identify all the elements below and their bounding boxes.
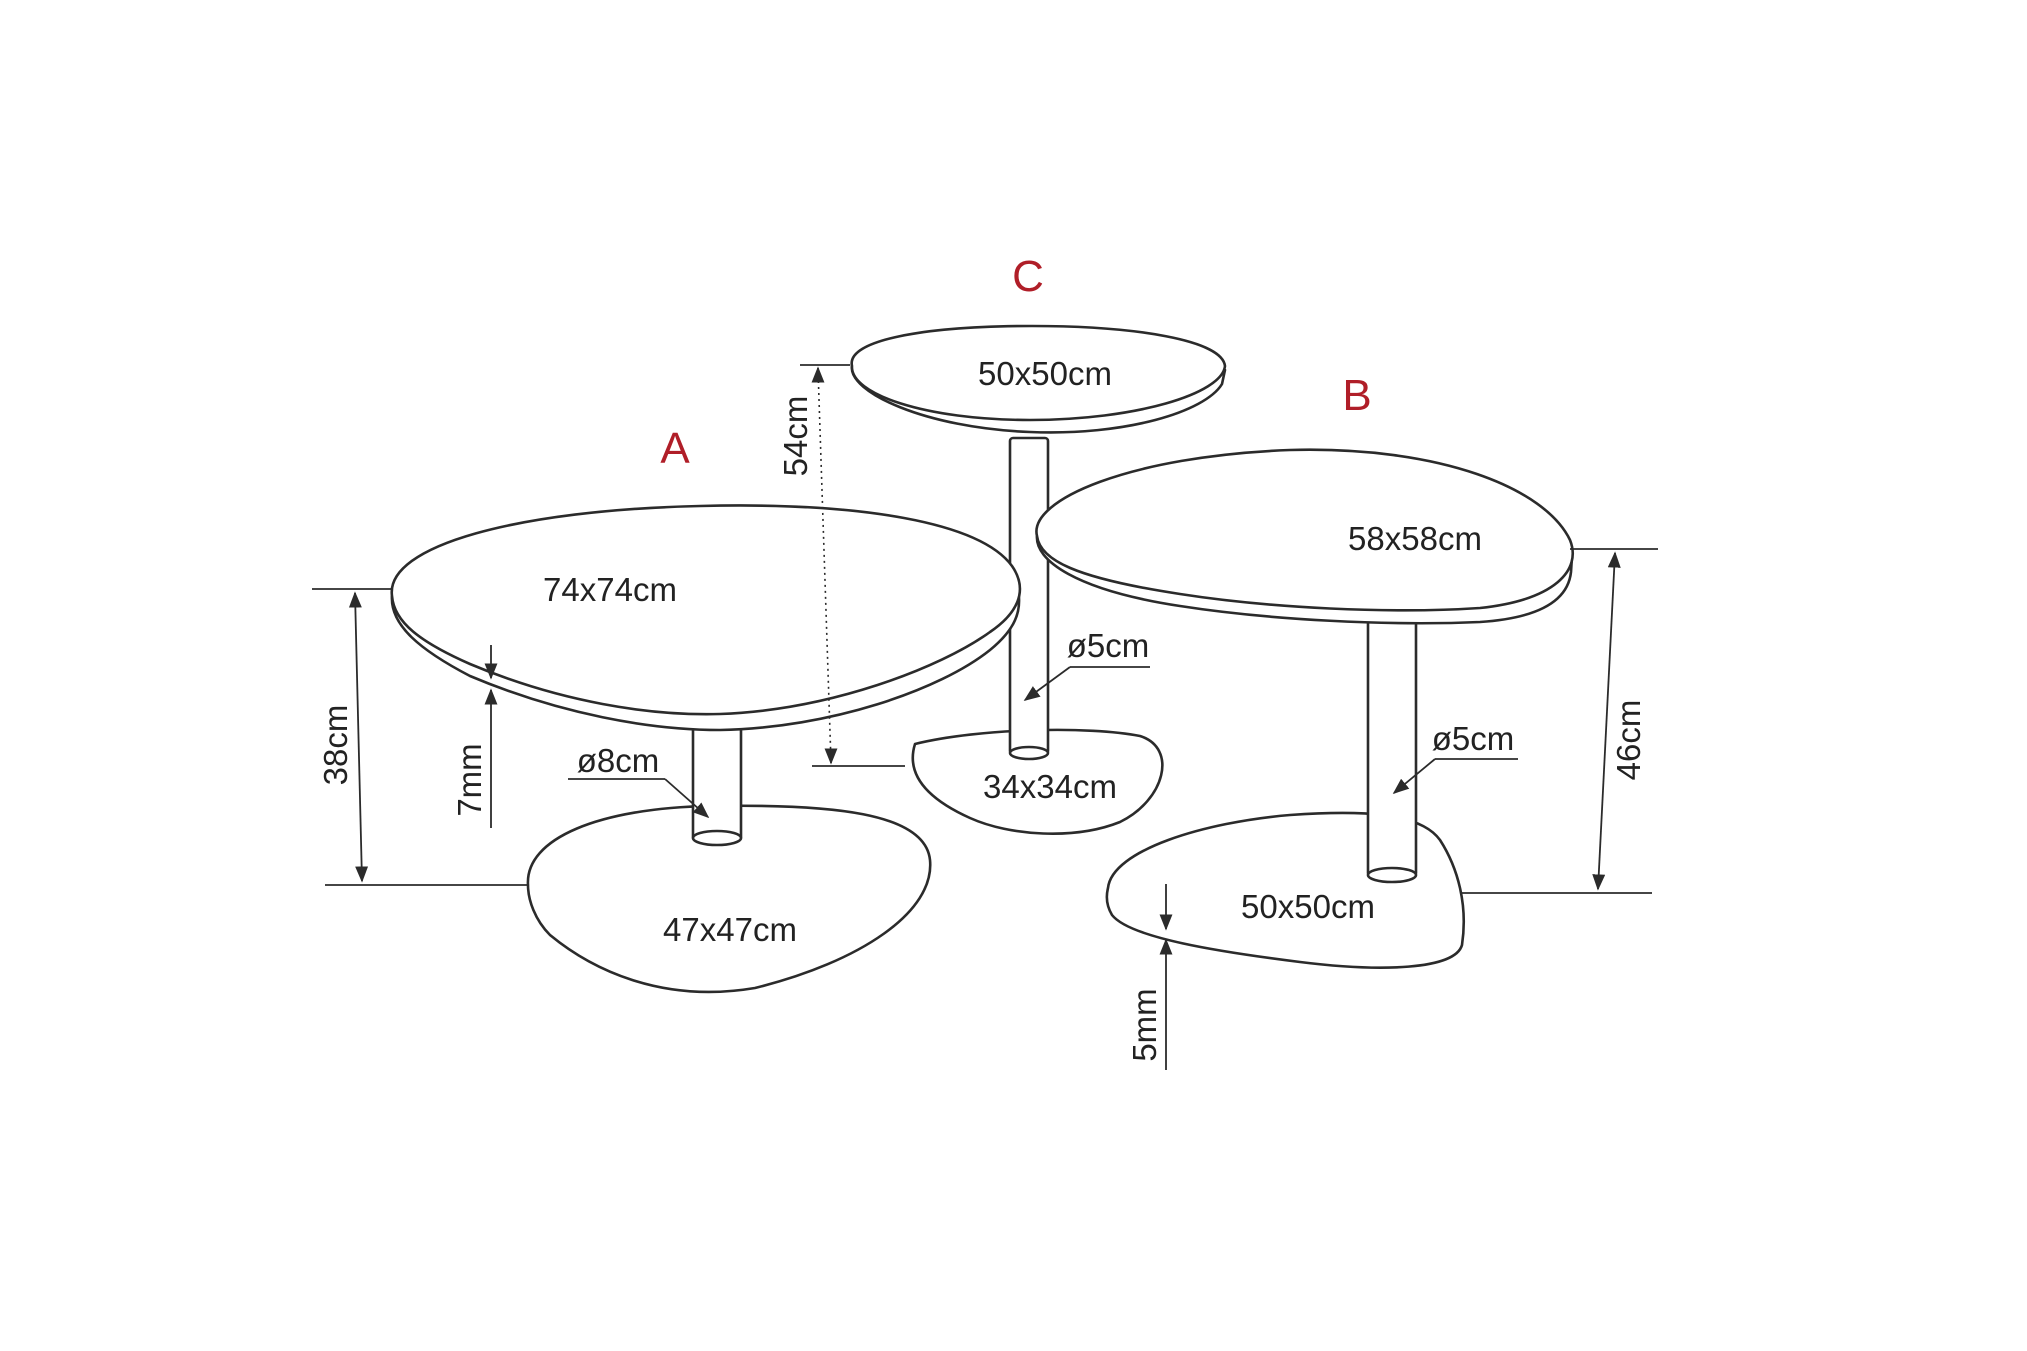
table-a-letter: A (660, 424, 690, 473)
table-b-column-foot (1366, 866, 1418, 884)
table-c-top-size: 50x50cm (978, 355, 1112, 392)
table-a-column-diameter: ø8cm (577, 742, 660, 779)
table-a (390, 504, 1022, 994)
table-c-column-diameter: ø5cm (1067, 627, 1150, 664)
labels: A B C 74x74cm 47x47cm ø8cm 50x50cm 34x34… (317, 252, 1647, 1062)
table-a-base-size: 47x47cm (663, 911, 797, 948)
table-c-top (850, 324, 1227, 422)
dim-a-height-arrow (348, 591, 369, 883)
dim-b-column-leader (1392, 758, 1436, 795)
table-b-column-diameter: ø5cm (1432, 720, 1515, 757)
table-a-base (526, 804, 932, 994)
table-b-height: 46cm (1610, 700, 1647, 781)
table-b-column (1366, 618, 1418, 878)
dimension-lines (312, 364, 1658, 1070)
dim-a-column-leader (664, 778, 710, 819)
table-a-top-size: 74x74cm (543, 571, 677, 608)
table-c-height: 54cm (777, 396, 814, 477)
table-b-top (1035, 448, 1575, 612)
table-a-top-thickness: 7mm (451, 743, 488, 816)
table-a-height: 38cm (317, 705, 354, 786)
table-a-column (691, 718, 743, 842)
table-b-base-size: 50x50cm (1241, 888, 1375, 925)
dim-c-column-leader (1023, 666, 1071, 701)
table-a-column-foot (691, 829, 743, 847)
table-c-letter: C (1012, 252, 1044, 301)
table-c-column-foot (1008, 745, 1050, 761)
table-b-top-size: 58x58cm (1348, 520, 1482, 557)
table-a-top (390, 504, 1022, 716)
dim-b-height-arrow (1592, 551, 1621, 891)
table-c (850, 324, 1227, 835)
table-b (1035, 448, 1575, 969)
table-c-base-size: 34x34cm (983, 768, 1117, 805)
table-b-base-thickness: 5mm (1126, 988, 1163, 1061)
table-b-letter: B (1342, 371, 1371, 420)
